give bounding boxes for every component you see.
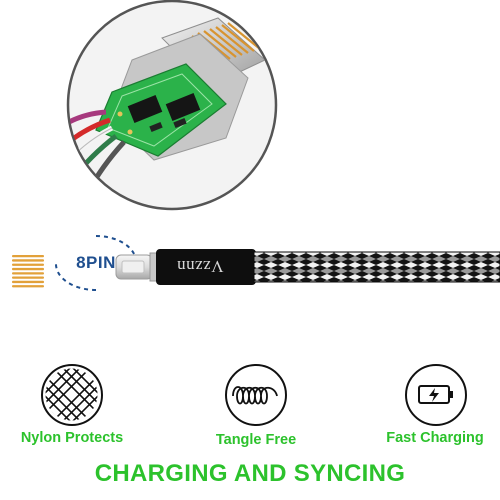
- brand-logo: Vzznn: [176, 257, 224, 276]
- pin-count-label: 8PIN: [76, 253, 116, 272]
- battery-charging-icon: [405, 364, 467, 426]
- chip: [127, 95, 163, 123]
- feature-label-fast-charging: Fast Charging: [386, 430, 484, 446]
- chip: [165, 93, 201, 121]
- feature-label-nylon: Nylon Protects: [20, 430, 124, 446]
- tangle-free-coil-icon: [225, 364, 287, 426]
- pin-illustration: [10, 254, 50, 288]
- connector-closeup-illustration: [66, 0, 278, 211]
- braided-cable: [254, 252, 500, 282]
- eight-pin-icon: [12, 255, 44, 288]
- footer-title: CHARGING AND SYNCING: [94, 460, 406, 487]
- connector-housing: [156, 249, 256, 285]
- feature-label-tangle: Tangle Free: [215, 432, 297, 448]
- connector-closeup: [50, 0, 295, 215]
- nylon-weave-icon: [41, 364, 103, 426]
- cable-illustration: [110, 238, 500, 298]
